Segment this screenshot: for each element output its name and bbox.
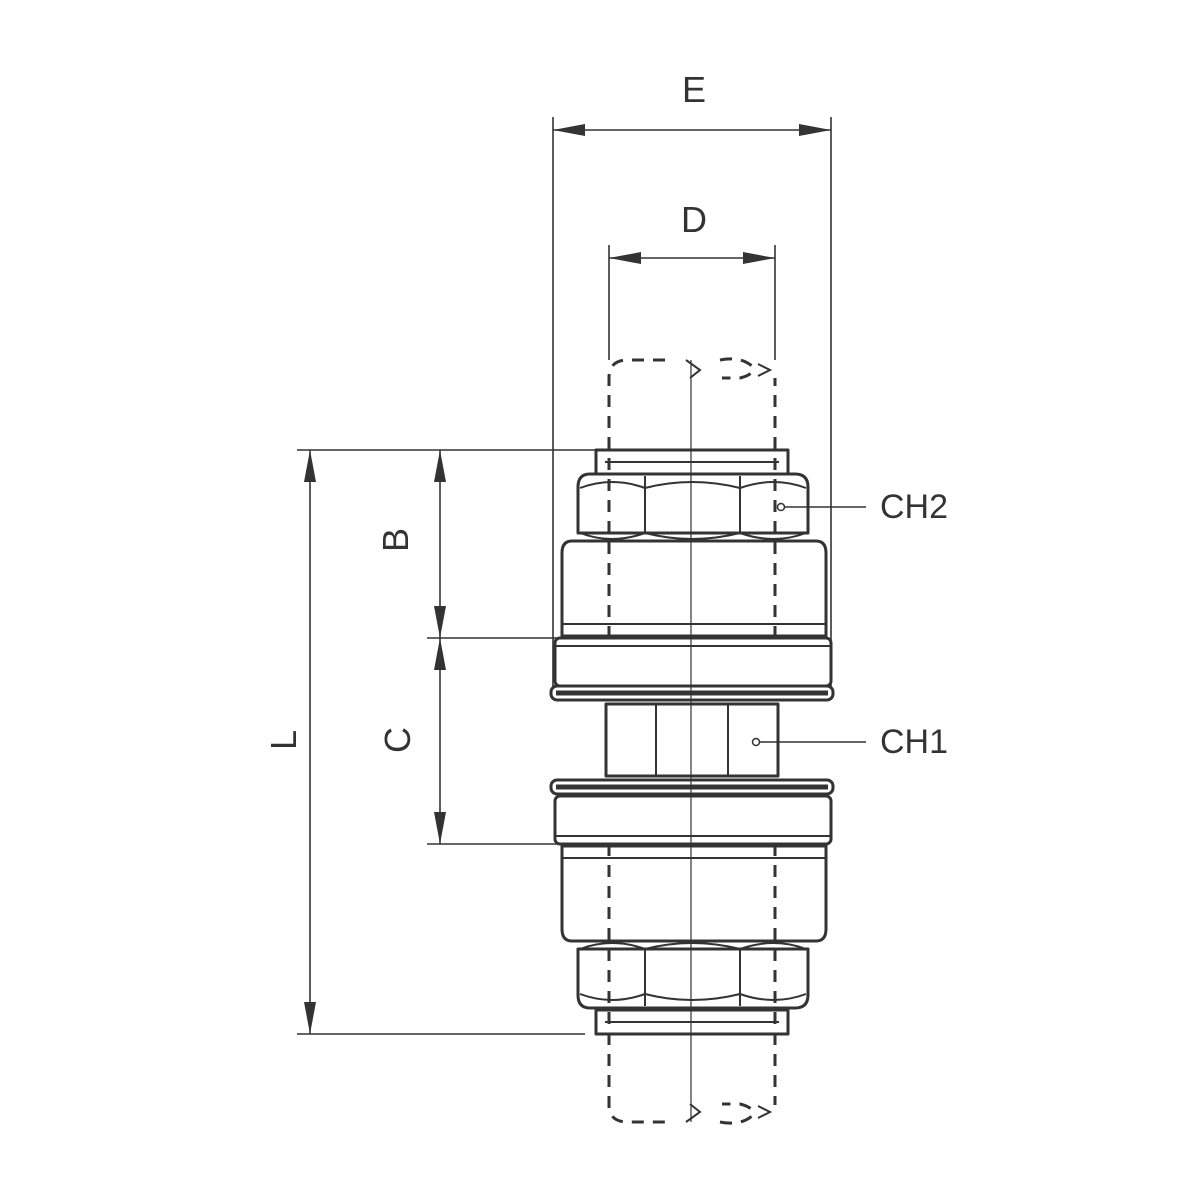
- lower-ring: [549, 778, 835, 846]
- arrowhead: [434, 606, 446, 638]
- arrowhead: [304, 1002, 316, 1034]
- upper-body: [560, 539, 828, 638]
- arrowhead: [304, 450, 316, 482]
- lower-hex-nut: [576, 942, 810, 1010]
- dimension-c-label: C: [377, 727, 418, 753]
- arrowhead: [799, 124, 831, 136]
- dimension-b-label: B: [375, 528, 416, 552]
- arrowhead: [434, 812, 446, 844]
- dimension-e-label: E: [682, 69, 706, 110]
- dimension-l: L: [263, 449, 600, 1035]
- lower-body: [560, 844, 828, 943]
- dimension-e: E: [552, 69, 832, 690]
- lower-tube-hidden: [607, 842, 777, 1125]
- middle-hex: [604, 702, 780, 778]
- dimension-l-label: L: [263, 730, 304, 750]
- upper-hex-nut: [576, 472, 810, 540]
- arrowhead: [743, 252, 775, 264]
- lower-collet: [594, 1008, 790, 1036]
- callout-ch2-label: CH2: [880, 488, 948, 526]
- upper-ring: [549, 636, 835, 702]
- callout-ch1: CH1: [751, 723, 948, 761]
- dimension-d-label: D: [681, 199, 707, 240]
- upper-tube-hidden: [607, 357, 777, 640]
- callout-ch1-label: CH1: [880, 723, 948, 761]
- arrowhead: [609, 252, 641, 264]
- arrowhead: [434, 638, 446, 670]
- upper-collet: [594, 448, 790, 476]
- arrowhead: [434, 450, 446, 482]
- dimension-d: D: [608, 199, 776, 360]
- callout-ch2: CH2: [776, 488, 948, 526]
- arrowhead: [553, 124, 585, 136]
